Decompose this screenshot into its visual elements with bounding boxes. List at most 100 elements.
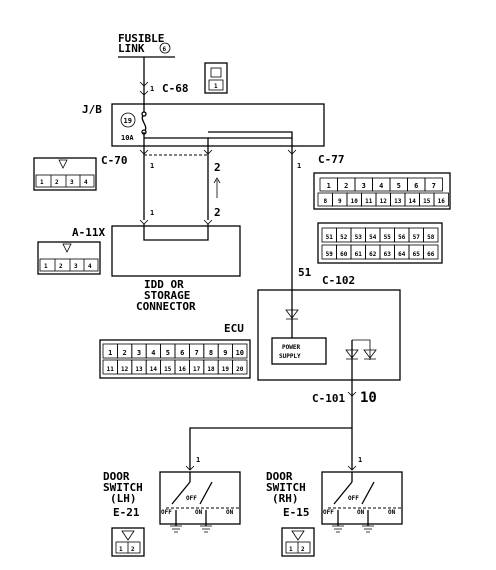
pin-number: 59 [326, 251, 334, 258]
pin-number: 54 [369, 234, 377, 241]
pin-number: 3 [137, 349, 141, 357]
fuse-number: 19 [124, 117, 132, 125]
svg-text:3: 3 [70, 179, 74, 186]
pin-number: 13 [394, 198, 402, 205]
a11x-terminal-symbols [139, 219, 213, 225]
pin-number: 18 [207, 366, 215, 373]
wire-jb-bus-top [208, 131, 293, 139]
pin-number: 57 [413, 234, 421, 241]
c68-pin-label: 1 [150, 85, 154, 93]
pin-number: 64 [398, 251, 406, 258]
e21-connector-face: 1 2 [111, 527, 145, 557]
pin-number: 19 [222, 366, 230, 373]
pin-number: 4 [151, 349, 155, 357]
pin-cell [433, 192, 449, 207]
pin-number: 14 [409, 198, 417, 205]
fusible-link-number-circle [159, 42, 171, 54]
pin-number: 20 [236, 366, 244, 373]
pin-number: 11 [365, 198, 373, 205]
door-switch-lh-contacts [166, 472, 240, 533]
idd-label-line2: STORAGE [144, 289, 190, 302]
pin-number: 7 [194, 349, 198, 357]
wire-jb-bus-pin2 [144, 137, 209, 220]
ecu-output-diodes-icon [345, 349, 377, 360]
pin-number: 15 [164, 366, 172, 373]
e15-connector-face: 1 2 [281, 527, 315, 557]
door-lh-label-line3: (LH) [110, 492, 137, 505]
svg-text:2: 2 [131, 546, 135, 553]
svg-text:1: 1 [119, 546, 123, 553]
door-lh-on: ON [195, 509, 203, 516]
svg-text:1: 1 [44, 263, 48, 270]
svg-text:1: 1 [289, 546, 293, 553]
power-supply-box [271, 337, 327, 365]
door-lh-off-lower: OFF [161, 509, 172, 516]
pin-number: 6 [414, 182, 418, 190]
pin-number: 58 [427, 234, 435, 241]
pin-number: 6 [180, 349, 184, 357]
pin-number: 55 [384, 234, 392, 241]
c77-pin: 1 [297, 162, 301, 170]
pin-number: 16 [179, 366, 187, 373]
door-lh-on-right: ON [226, 509, 234, 516]
svg-text:4: 4 [88, 263, 92, 270]
pin-number: 56 [398, 234, 406, 241]
pin-number: 53 [355, 234, 363, 241]
door-rh-on-right: ON [388, 509, 396, 516]
c70-pin1: 1 [150, 162, 154, 170]
c101-pin-label: 10 [360, 390, 377, 406]
a11x-pin1: 1 [150, 209, 154, 217]
pin-cell [424, 177, 443, 192]
svg-text:2: 2 [55, 179, 59, 186]
wire-door-switch-bus [189, 427, 353, 470]
c102-pin-label: 51 [298, 266, 312, 279]
c70-connector-face: 1 2 3 4 [33, 157, 97, 191]
ecu-input-diode-icon [285, 309, 299, 320]
idd-label-line3: CONNECTOR [136, 300, 196, 313]
pin-number: 10 [236, 349, 244, 357]
c70-c77-terminal-symbols [139, 149, 297, 155]
fuse-rating: 10A [121, 134, 134, 142]
pin-number: 1 [327, 182, 331, 190]
door-rh-on: ON [357, 509, 365, 516]
pin-number: 14 [150, 366, 158, 373]
pin-number: 9 [223, 349, 227, 357]
pin-number: 17 [193, 366, 201, 373]
svg-text:4: 4 [84, 179, 88, 186]
pin-cell [232, 343, 248, 359]
idd-label-line1: IDD OR [144, 278, 184, 291]
c101-label: C-101 [312, 392, 345, 405]
a11x-label: A-11X [72, 226, 105, 239]
pin-number: 60 [340, 251, 348, 258]
pin-number: 2 [122, 349, 126, 357]
c68-terminal-symbol [139, 81, 149, 96]
power-supply-label-line2: SUPPLY [279, 353, 301, 360]
a11x-connector-face: 1 2 3 4 [37, 241, 101, 275]
wire-ecu-diode-branch [352, 339, 371, 360]
ecu-label: ECU [224, 322, 244, 335]
pin-number: 4 [379, 182, 383, 190]
pin-cell [423, 244, 439, 260]
pin-number: 51 [326, 234, 334, 241]
wire-idd-internal [143, 226, 209, 241]
pin-number: 65 [413, 251, 421, 258]
pin-number: 16 [438, 198, 446, 205]
idd-storage-connector-box [111, 225, 241, 277]
fusible-link-label-line1: FUSIBLE [118, 32, 164, 45]
a11x-pin2: 2 [214, 206, 221, 219]
door-rh-label-line1: DOOR [266, 470, 293, 483]
door-lh-label-line1: DOOR [103, 470, 130, 483]
pin-number: 10 [351, 198, 359, 205]
pin-number: 61 [355, 251, 363, 258]
pin-number: 5 [397, 182, 401, 190]
pin-cell [232, 359, 248, 375]
c68-connector-face: 1 [204, 62, 228, 94]
fusible-link-number: 6 [163, 46, 167, 53]
door-lh-label-line2: SWITCH [103, 481, 143, 494]
pin-number: 8 [209, 349, 213, 357]
pin-number: 13 [135, 366, 143, 373]
